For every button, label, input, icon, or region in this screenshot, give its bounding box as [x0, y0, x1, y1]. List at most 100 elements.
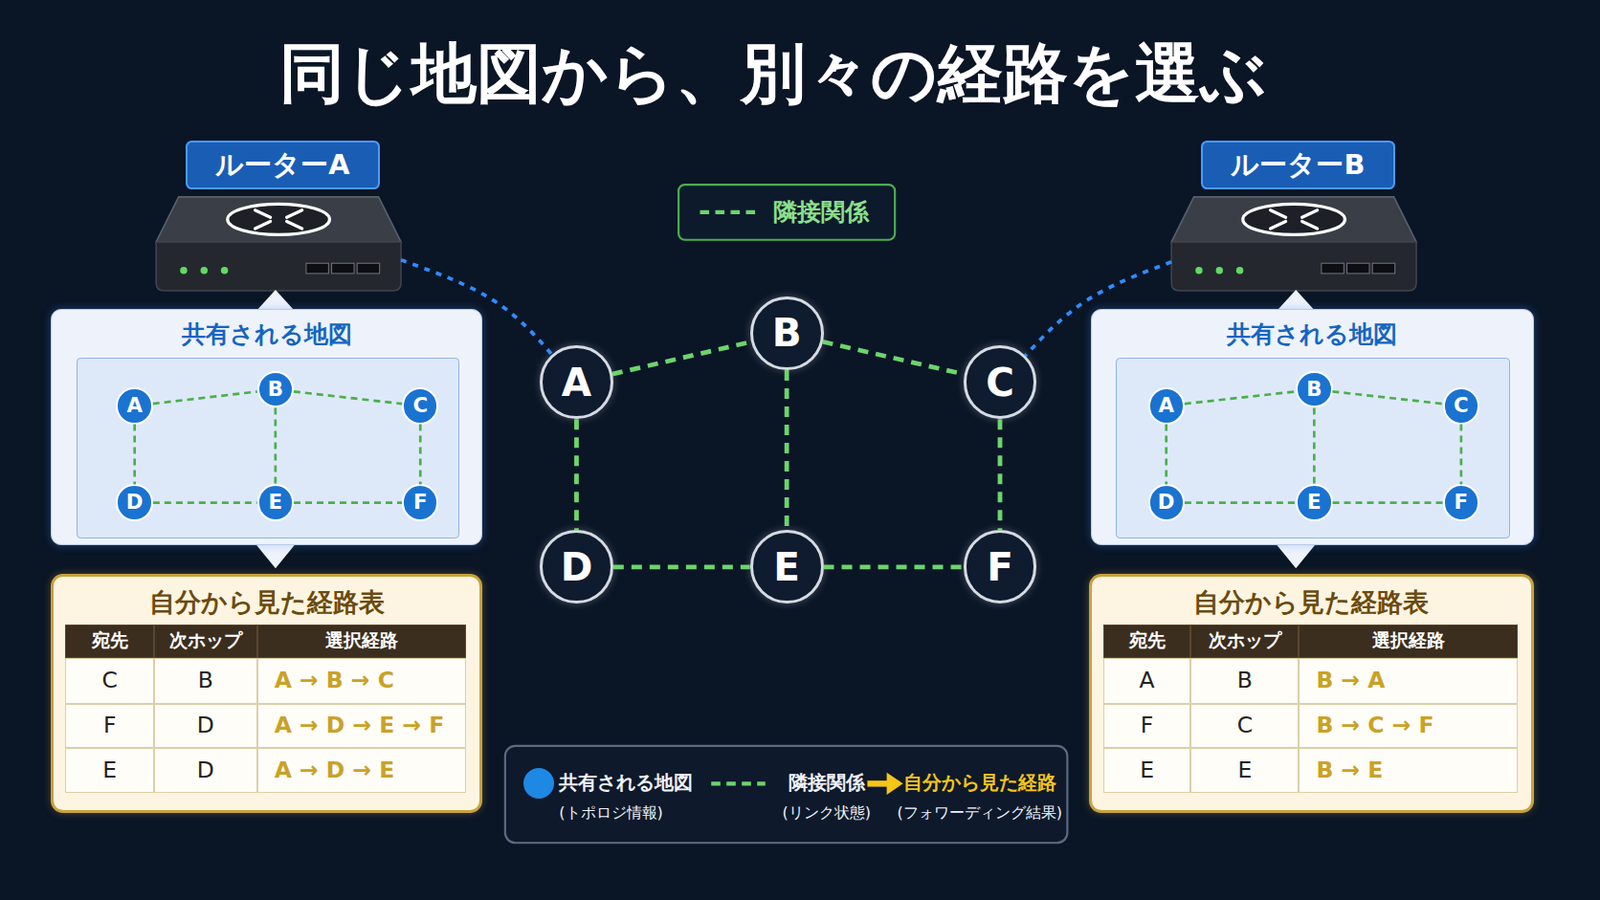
network-node: E	[750, 530, 824, 604]
table-cell: A	[1103, 658, 1192, 705]
uplink-connector	[400, 260, 553, 356]
legend-frame	[678, 184, 895, 241]
map-panel: 共有される地図 A B C D E F	[50, 309, 483, 546]
adjacency-connector	[133, 424, 136, 486]
table-header: 選択経路	[1298, 624, 1517, 659]
map-node: C	[1443, 387, 1480, 424]
map-node: E	[1295, 484, 1333, 521]
map-node: C	[401, 387, 439, 424]
table-cell: D	[154, 748, 258, 794]
legend-arrow-head	[887, 773, 904, 796]
router-node: ルーターA	[155, 140, 401, 291]
router-a-body	[155, 197, 401, 291]
network-node: F	[963, 530, 1038, 604]
node-label: D	[1150, 486, 1183, 519]
adjacency-connector	[823, 564, 964, 570]
map-panel: 共有される地図 A B C D E F	[1090, 309, 1534, 546]
map-node: F	[401, 484, 439, 521]
node-label: D	[542, 533, 611, 601]
table-cell: E	[1103, 748, 1192, 794]
diagram-title: 同じ地図から、別々の経路を選ぶ	[203, 30, 1343, 117]
panel-title: 共有される地図	[51, 318, 482, 352]
legend-frame	[505, 746, 1068, 844]
node-label: B	[1297, 373, 1331, 406]
map-node: D	[1148, 484, 1185, 521]
table-header: 選択経路	[257, 624, 467, 659]
map-node: A	[1148, 387, 1185, 424]
adjacency-connector	[273, 407, 277, 485]
adjacency-connector	[1184, 501, 1296, 505]
adjacency-connector	[574, 419, 579, 531]
adjacency-connector	[1184, 391, 1296, 404]
panel-title: 自分から見た経路表	[53, 585, 480, 621]
node-label: F	[403, 486, 437, 519]
map-node: E	[257, 484, 294, 521]
legend-swatch	[523, 768, 555, 800]
adjacency-connector	[1332, 391, 1443, 404]
table-header: 次ホップ	[154, 624, 258, 659]
node-label: E	[1297, 486, 1331, 519]
legend-text: 隣接関係 (リンク状態)	[755, 767, 898, 833]
map-node: B	[1295, 371, 1333, 408]
map-node: A	[115, 387, 153, 424]
table-header: 宛先	[1103, 624, 1192, 659]
node-label: C	[966, 348, 1035, 417]
table-cell: C	[1190, 704, 1299, 749]
table-header: 次ホップ	[1190, 624, 1299, 659]
network-node: A	[539, 345, 614, 420]
panel-title: 共有される地図	[1091, 318, 1534, 352]
adjacency-connector	[613, 564, 751, 570]
router-label: ルーターA	[185, 140, 380, 190]
panel-title: 自分から見た経路表	[1091, 585, 1532, 621]
table-cell: D	[154, 704, 258, 749]
node-label: A	[1150, 389, 1183, 423]
map-node: B	[257, 371, 294, 408]
network-node: B	[750, 296, 824, 371]
table-cell: E	[65, 748, 155, 794]
node-label: B	[753, 299, 822, 368]
adjacency-connector	[612, 341, 752, 375]
network-node: D	[539, 530, 614, 604]
router-node: ルーターB	[1171, 140, 1417, 291]
map-node: F	[1443, 484, 1480, 521]
table-cell: C	[65, 658, 155, 705]
adjacency-connector	[784, 370, 790, 531]
table-cell: F	[65, 704, 155, 749]
table-cell: B	[1190, 658, 1299, 705]
legend-line-sample	[700, 210, 762, 215]
node-label: A	[542, 348, 611, 417]
table-header: 宛先	[65, 624, 155, 659]
node-label: A	[117, 389, 151, 423]
table-cell: E	[1190, 748, 1299, 794]
node-label: E	[259, 486, 292, 519]
uplink-connector	[1024, 262, 1172, 356]
adjacency-connector	[822, 341, 965, 375]
adjacency-connector	[419, 424, 423, 486]
node-label: F	[966, 533, 1035, 601]
router-label: ルーターB	[1200, 140, 1396, 190]
legend-text: 隣接関係	[773, 194, 890, 231]
adjacency-connector	[1460, 424, 1464, 486]
adjacency-connector	[153, 501, 258, 505]
adjacency-connector	[153, 391, 258, 404]
table-cell: B → C → F	[1298, 704, 1517, 749]
table-cell: B	[154, 658, 258, 705]
table-cell: F	[1103, 704, 1192, 749]
table-cell: B → E	[1298, 748, 1517, 794]
router-b-body	[1171, 197, 1417, 291]
table-cell: A → D → E → F	[257, 704, 467, 749]
adjacency-connector	[998, 419, 1003, 531]
network-node: C	[963, 345, 1038, 420]
map-node: D	[115, 484, 153, 521]
adjacency-connector	[1312, 407, 1316, 485]
table-cell: B → A	[1298, 658, 1517, 705]
node-label: C	[1444, 389, 1478, 423]
adjacency-connector	[1333, 501, 1444, 505]
table-cell: A → D → E	[257, 748, 467, 794]
adjacency-connector	[1164, 424, 1168, 486]
node-label: C	[403, 389, 437, 423]
table-cell: A → B → C	[257, 658, 467, 705]
legend-text: 自分から見た経路 (フォワーディング結果)	[857, 767, 1103, 833]
